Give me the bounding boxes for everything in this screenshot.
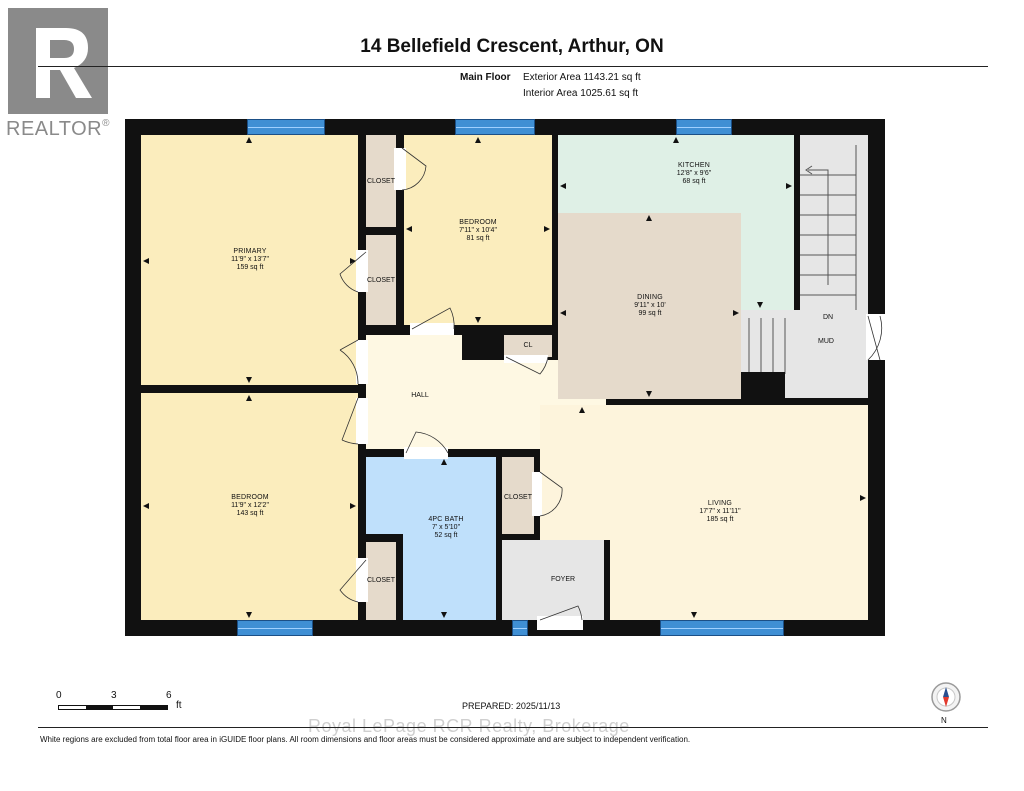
room-dims: 7'11" x 10'4": [459, 227, 497, 234]
label-dn: DN: [822, 314, 834, 321]
scale-tick-0: 0: [56, 690, 62, 701]
closet-2: [366, 235, 396, 327]
wall-bath-east: [496, 457, 502, 620]
closet-3: [502, 457, 534, 534]
room-area: 143 sq ft: [236, 510, 264, 517]
room-name: BEDROOM: [459, 219, 497, 226]
compass-label: N: [941, 716, 947, 725]
room-dims: 7' x 5'10": [431, 524, 461, 531]
label-kitchen: KITCHEN 12'8" x 9'6" 68 sq ft: [644, 162, 744, 186]
wall-closet3-south: [502, 534, 540, 540]
prepared-date: PREPARED: 2025/11/13: [462, 701, 561, 711]
window-bedroom-2: [237, 620, 313, 636]
wall-stairs: [794, 135, 800, 310]
room-name: LIVING: [707, 500, 733, 507]
room-dims: 9'11" x 10': [634, 302, 666, 309]
closet-4: [366, 542, 396, 620]
logo-text: REALTOR: [6, 118, 103, 140]
room-area: 68 sq ft: [682, 178, 706, 185]
label-bedroom-1: BEDROOM 7'11" x 10'4" 81 sq ft: [428, 219, 528, 243]
label-closet-4: CLOSET: [366, 577, 395, 584]
wall-closet4-east: [396, 534, 403, 620]
label-closet-1: CLOSET: [366, 178, 395, 185]
label-cl: CL: [523, 342, 533, 349]
wall-bedroom1-west: [396, 135, 404, 327]
label-bath: 4PC BATH 7' x 5'10" 52 sq ft: [396, 516, 496, 540]
wall-bedroom1-east: [552, 135, 558, 360]
room-primary: [141, 135, 358, 385]
label-primary: PRIMARY 11'9" x 13'7" 159 sq ft: [200, 248, 300, 272]
room-name: 4PC BATH: [428, 516, 464, 523]
label-hall: HALL: [411, 392, 429, 399]
room-bath: [366, 457, 496, 534]
floor-label: Main Floor: [460, 72, 511, 83]
footer-disclaimer: White regions are excluded from total fl…: [40, 735, 691, 744]
room-bedroom-1: [404, 135, 552, 325]
room-hall: [366, 335, 462, 455]
room-name: PRIMARY: [233, 248, 267, 255]
watermark: Royal LePage RCR Realty, Brokerage: [308, 716, 630, 736]
room-dims: 11'9" x 13'7": [231, 256, 269, 263]
room-bath-lower: [403, 534, 496, 620]
room-dims: 11'9" x 12'2": [231, 502, 269, 509]
wall-foyer-east: [604, 540, 610, 620]
window-kitchen: [676, 119, 732, 135]
window-primary: [247, 119, 325, 135]
label-foyer: FOYER: [550, 576, 576, 583]
stair-treads: [800, 145, 857, 310]
room-area: 52 sq ft: [434, 532, 458, 539]
room-area: 159 sq ft: [236, 264, 264, 271]
footer-rule: [38, 727, 988, 728]
logo-mark: ®: [102, 118, 110, 129]
room-name: BEDROOM: [231, 494, 269, 501]
room-dims: 17'7" x 11'11": [699, 508, 741, 515]
room-mud: [741, 310, 868, 374]
label-living: LIVING 17'7" x 11'11" 185 sq ft: [670, 500, 770, 524]
page-title: 14 Bellefield Crescent, Arthur, ON: [360, 36, 664, 57]
window-living: [660, 620, 784, 636]
wall-living-north: [606, 399, 785, 405]
room-area: 99 sq ft: [638, 310, 662, 317]
label-bedroom-2: BEDROOM 11'9" x 12'2" 143 sq ft: [200, 494, 300, 518]
realtor-logo: REALTOR®: [6, 6, 110, 140]
scale-bar: 0 3 6 ft: [56, 690, 196, 714]
scale-tick-3: 3: [111, 690, 117, 701]
room-dims: 12'8" x 9'6": [676, 170, 712, 177]
compass-icon: [930, 681, 962, 713]
room-area: 81 sq ft: [466, 235, 490, 242]
exterior-area: Exterior Area 1143.21 sq ft: [523, 72, 641, 83]
scale-unit: ft: [176, 700, 182, 711]
room-living-nook: [540, 455, 610, 540]
wall-bath-north: [366, 449, 540, 457]
wall-primary-bedroom: [141, 385, 358, 393]
stairs: [800, 135, 868, 310]
room-bedroom-2: [141, 393, 358, 620]
room-area: 185 sq ft: [706, 516, 734, 523]
interior-area: Interior Area 1025.61 sq ft: [523, 88, 639, 99]
label-closet-2: CLOSET: [366, 277, 395, 284]
room-mud-lower: [785, 372, 868, 398]
wall-bedroom1-south: [366, 325, 558, 335]
room-foyer: [502, 540, 604, 620]
label-mud: MUD: [818, 338, 834, 345]
room-name: KITCHEN: [677, 162, 711, 169]
window-bedroom-1: [455, 119, 535, 135]
wall-hall-block: [462, 335, 504, 360]
label-dining: DINING 9'11" x 10' 99 sq ft: [600, 294, 700, 318]
scale-tick-6: 6: [166, 690, 172, 701]
wall-closet-divider: [366, 227, 396, 235]
room-name: DINING: [637, 294, 663, 301]
closet-cl: [504, 335, 552, 357]
closet-1: [366, 135, 396, 227]
window-foyer: [512, 620, 528, 636]
room-dining: [558, 213, 741, 399]
label-closet-3: CLOSET: [503, 494, 532, 501]
entry-steps: [748, 318, 786, 374]
header-rule: [38, 66, 988, 67]
wall-closet4-north: [366, 534, 403, 542]
